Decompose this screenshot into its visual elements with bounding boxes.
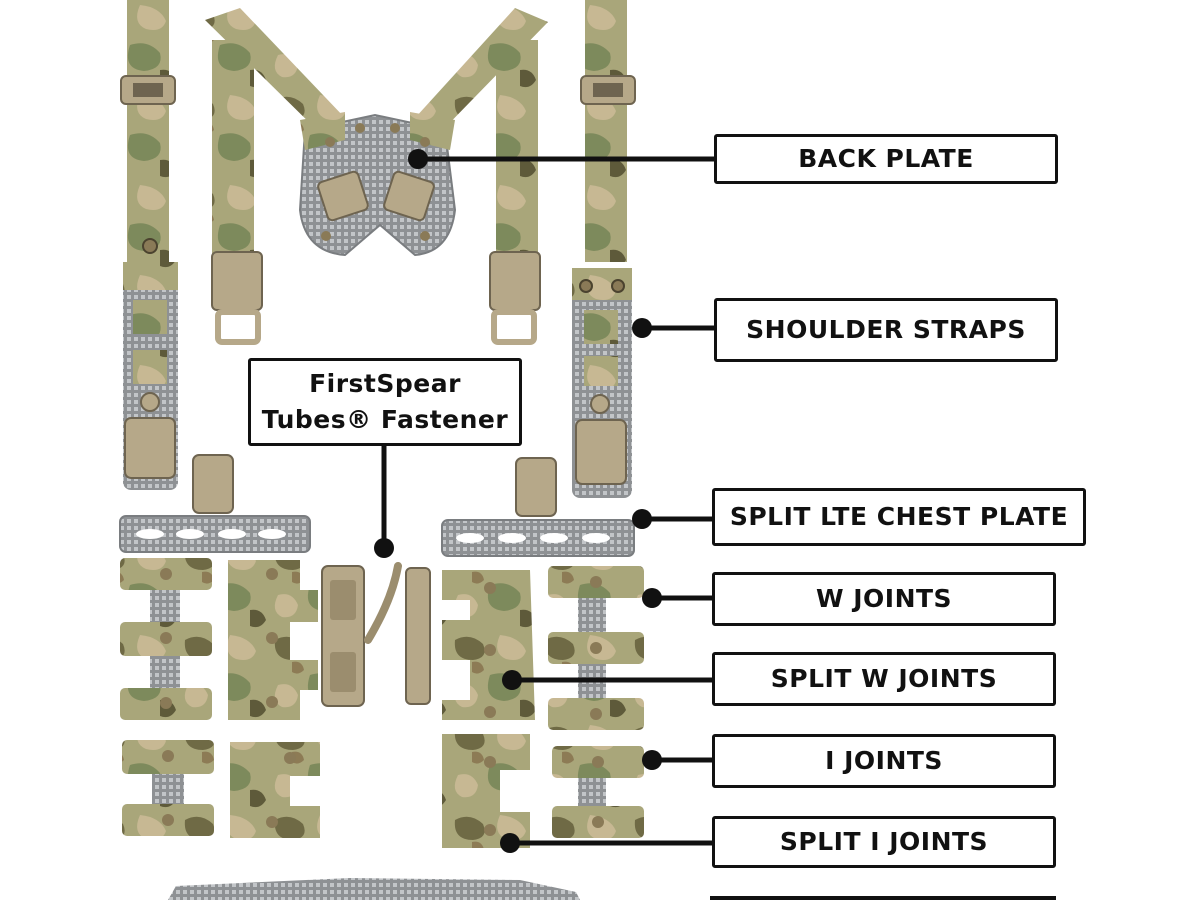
w-joint-parts-left xyxy=(120,558,318,720)
bottom-panel-part xyxy=(168,878,1056,900)
back-plate-harness xyxy=(205,8,548,345)
i-joint-parts xyxy=(122,734,644,848)
callout-line-2: Tubes® Fastener xyxy=(261,405,509,434)
back-plate-label: BACK PLATE xyxy=(714,134,1058,184)
shoulder-straps-label: SHOULDER STRAPS xyxy=(714,298,1058,362)
i-joints-label-text: I JOINTS xyxy=(825,746,943,775)
split-i-joints-label: SPLIT I JOINTS xyxy=(712,816,1056,868)
w-joints-label: W JOINTS xyxy=(712,572,1056,626)
leader-lines xyxy=(374,149,716,853)
back-plate-label-text: BACK PLATE xyxy=(798,144,974,173)
right-shoulder-strap xyxy=(572,0,636,498)
i-joints-label: I JOINTS xyxy=(712,734,1056,788)
w-joints-label-text: W JOINTS xyxy=(815,584,953,613)
split-w-joints-label: SPLIT W JOINTS xyxy=(712,652,1056,706)
left-shoulder-strap xyxy=(120,0,178,490)
callout-line-1: FirstSpear xyxy=(309,368,461,398)
shoulder-straps-label-text: SHOULDER STRAPS xyxy=(746,315,1026,344)
split-w-joints-label-text: SPLIT W JOINTS xyxy=(770,664,998,693)
tubes-fastener-callout: FirstSpear Tubes® Fastener xyxy=(248,358,522,446)
w-joint-parts-right xyxy=(442,566,644,730)
split-lte-chest-plate-label-text: SPLIT LTE CHEST PLATE xyxy=(729,502,1069,531)
split-lte-chest-plate-parts xyxy=(119,454,635,557)
split-i-joints-label-text: SPLIT I JOINTS xyxy=(779,827,989,856)
split-lte-chest-plate-label: SPLIT LTE CHEST PLATE xyxy=(712,488,1086,546)
tubes-fastener-parts xyxy=(321,562,431,707)
